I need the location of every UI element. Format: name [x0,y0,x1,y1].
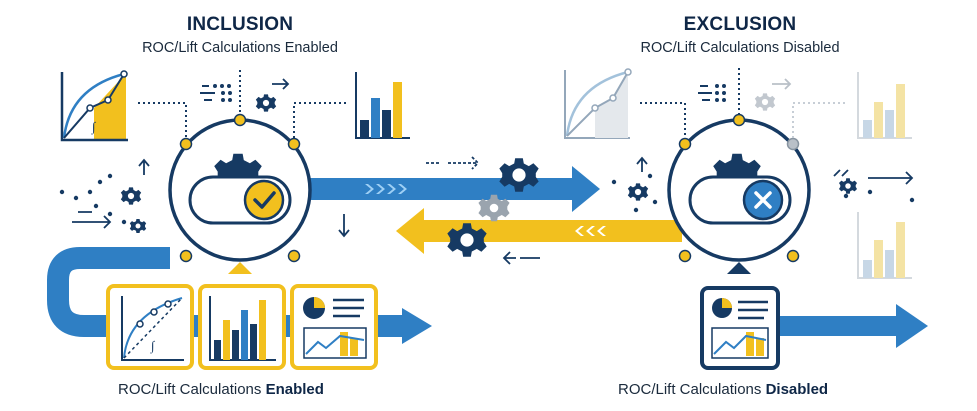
exclusion-title: EXCLUSION [683,14,797,35]
inclusion-connectors [138,70,348,138]
svg-text:∫: ∫ [91,119,97,135]
inclusion-roc-chart: ∫ [57,70,129,142]
gear-icon [447,223,487,257]
exclusion-card-report [700,286,780,370]
svg-text:∫: ∫ [150,338,156,354]
gear-icon [255,94,277,112]
inclusion-card-roc: ∫ [106,284,194,370]
inclusion-subtitle: ROC/Lift Calculations Enabled [142,40,338,56]
gear-icon [754,93,776,111]
inclusion-caption-prefix: ROC/Lift Calculations [118,381,266,398]
inclusion-bar-chart [355,72,410,139]
inclusion-card-report [290,284,378,370]
inclusion-side-glyphs [59,173,127,229]
check-icon [253,191,276,209]
gear-icon [120,187,142,205]
inclusion-caption: ROC/Lift Calculations Enabled [118,381,324,398]
exclusion-subtitle: ROC/Lift Calculations Disabled [640,40,840,56]
inclusion-title: INCLUSION [186,14,294,35]
inclusion-output-arrow [47,247,432,344]
gear-icon [478,194,510,222]
gear-icon [838,178,858,194]
forward-flow-arrow [300,166,600,212]
gear-icon [627,183,649,201]
exclusion-connectors [640,68,845,138]
return-flow-arrow [396,208,682,254]
exclusion-caption-emphasis: Disabled [765,381,829,398]
gear-icon [129,219,147,233]
gear-icon [499,158,539,192]
inclusion-caption-emphasis: Enabled [265,381,324,398]
exclusion-bar-chart-side [857,212,912,279]
inclusion-card-bars [198,284,286,370]
exclusion-caption-prefix: ROC/Lift Calculations [618,381,766,398]
exclusion-hub [667,113,811,274]
exclusion-roc-chart [564,68,632,139]
flow-glyphs-middle [138,156,540,265]
exclusion-bar-chart-top [857,72,912,139]
exclusion-caption: ROC/Lift Calculations Disabled [618,381,828,398]
inclusion-hub [168,113,312,274]
x-icon [754,191,772,209]
exclusion-side-glyphs [611,156,915,213]
